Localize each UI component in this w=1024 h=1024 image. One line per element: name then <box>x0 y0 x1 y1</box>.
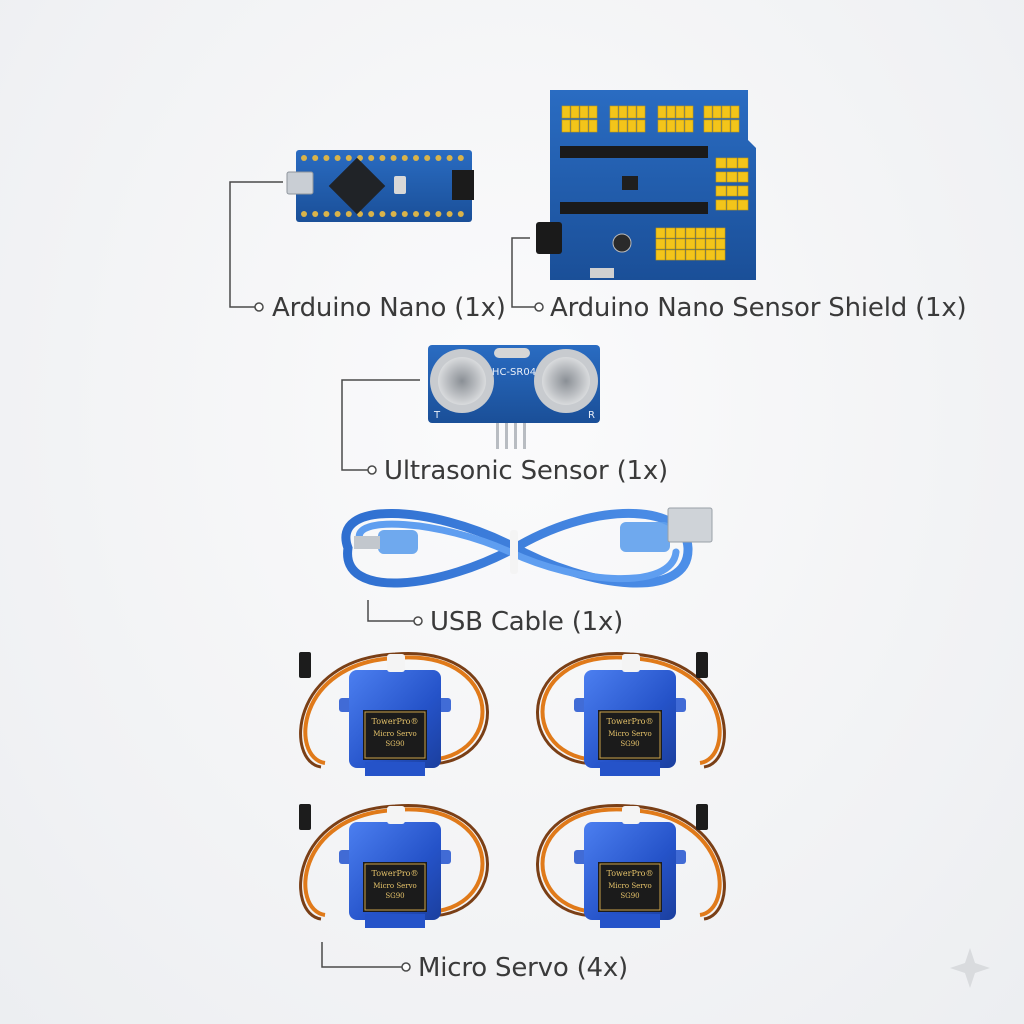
servo-brand-text: TowerPro® <box>607 869 654 878</box>
servo-model-text: Micro Servo <box>608 730 652 738</box>
mini-usb-plug <box>354 530 418 554</box>
nano-pin-row-top <box>301 155 464 161</box>
leader-dots <box>254 302 544 972</box>
reset-button <box>394 176 406 194</box>
shield-yellow-headers-bottom <box>655 227 726 261</box>
transmitter-mesh <box>438 357 486 405</box>
servo-code-text: SG90 <box>620 740 639 748</box>
sparkle-icon <box>950 948 990 988</box>
label-ultrasonic-sensor: Ultrasonic Sensor (1x) <box>384 456 668 486</box>
arduino-nano-board <box>286 150 474 222</box>
leader-lines <box>229 181 535 968</box>
mini-usb-port <box>286 171 314 195</box>
receiver-mesh <box>542 357 590 405</box>
ultrasonic-sensor: HC-SR04 T R <box>428 345 600 449</box>
shield-yellow-headers-side <box>715 157 749 211</box>
servo-code-text: SG90 <box>385 740 404 748</box>
sensor-shield-board <box>536 90 756 280</box>
servo-code-text: SG90 <box>620 892 639 900</box>
label-usb-cable: USB Cable (1x) <box>430 607 624 637</box>
ultrasonic-r-marker: R <box>588 410 595 421</box>
capacitor <box>612 233 632 253</box>
servo-brand-text: TowerPro® <box>372 869 419 878</box>
icsp-header <box>452 170 474 200</box>
label-arduino-nano: Arduino Nano (1x) <box>272 293 506 323</box>
ultrasonic-t-marker: T <box>433 410 441 421</box>
servo-brand-text: TowerPro® <box>607 717 654 726</box>
ultrasonic-model-text: HC-SR04 <box>492 367 536 378</box>
ultrasonic-pins <box>496 423 526 449</box>
shield-female-header-top <box>560 146 708 158</box>
servo-code-text: SG90 <box>385 892 404 900</box>
label-sensor-shield: Arduino Nano Sensor Shield (1x) <box>550 293 967 323</box>
label-micro-servo: Micro Servo (4x) <box>418 953 629 983</box>
shield-female-header-bottom <box>560 202 708 214</box>
servo-model-text: Micro Servo <box>373 882 417 890</box>
voltage-regulator <box>622 176 638 190</box>
dc-power-jack <box>536 222 562 254</box>
servo-model-text: Micro Servo <box>608 882 652 890</box>
nano-pin-row-bottom <box>301 211 464 217</box>
cable-tie <box>510 530 518 574</box>
shield-yellow-headers-top <box>561 105 740 133</box>
usb-cable <box>341 507 713 588</box>
shield-reset-button <box>590 268 614 278</box>
usb-a-plug <box>620 507 713 552</box>
servo-model-text: Micro Servo <box>373 730 417 738</box>
servo-brand-text: TowerPro® <box>372 717 419 726</box>
crystal-oscillator <box>494 348 530 358</box>
